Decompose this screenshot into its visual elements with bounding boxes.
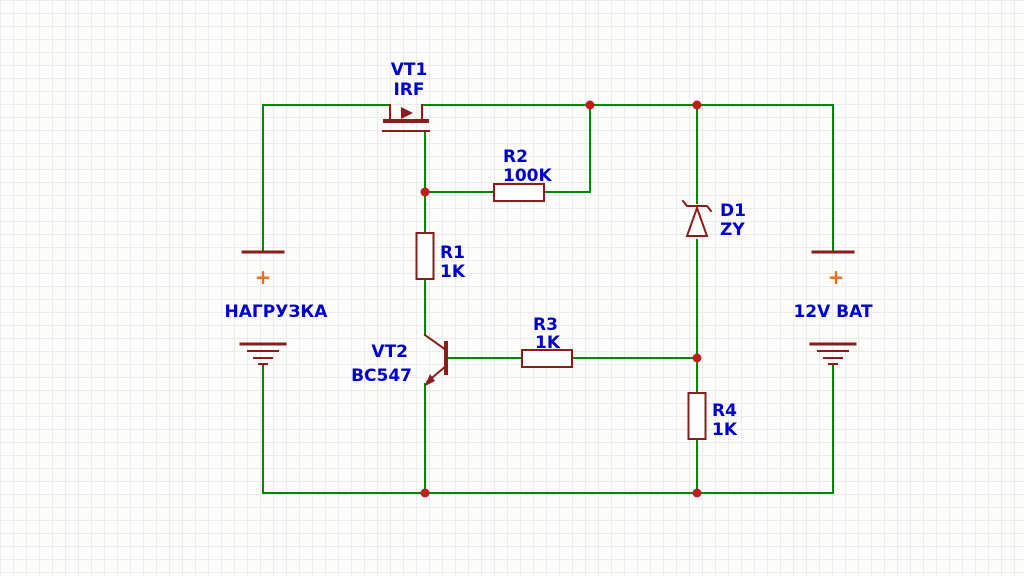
r1-body xyxy=(415,232,435,280)
battery-12v-symbol: + 12V BAT xyxy=(793,250,873,365)
junction-dot xyxy=(692,488,702,498)
vt2-value-label: BC547 xyxy=(351,366,412,386)
junction-dots xyxy=(420,100,702,498)
junction-dot xyxy=(692,353,702,363)
r4-ref-label: R4 xyxy=(712,401,737,421)
wire-r2-to-top-rail xyxy=(543,104,591,193)
vt1-ref-label: VT1 xyxy=(391,60,428,80)
resistor-r2-symbol: R2 100K xyxy=(493,147,552,202)
battery-right-label: 12V BAT xyxy=(793,302,873,322)
r3-body xyxy=(521,349,573,368)
wires xyxy=(262,104,834,494)
vt1-value-label: IRF xyxy=(393,80,424,100)
vt2-ref-label: VT2 xyxy=(371,342,408,362)
junction-dot xyxy=(692,100,702,110)
r1-value-label: 1K xyxy=(440,262,466,282)
junction-dot xyxy=(585,100,595,110)
resistor-r4-symbol: R4 1K xyxy=(687,392,738,440)
r1-ref-label: R1 xyxy=(440,243,465,263)
vt1-body-arrow-icon xyxy=(401,107,413,119)
battery-right-plus-icon: + xyxy=(828,265,845,289)
r4-body xyxy=(687,392,707,440)
battery-load-symbol: + НАГРУЗКА xyxy=(225,250,329,365)
r2-ref-label: R2 xyxy=(503,147,528,167)
vt2-emitter-arrow-icon xyxy=(425,374,435,386)
resistor-r3-symbol: R3 1K xyxy=(521,315,573,368)
d1-value-label: ZY xyxy=(720,220,745,240)
r3-value-label: 1K xyxy=(535,333,561,353)
r3-ref-label: R3 xyxy=(533,315,558,335)
r4-value-label: 1K xyxy=(712,420,738,440)
resistor-r1-symbol: R1 1K xyxy=(415,232,466,282)
transistor-vt2-symbol: VT2 BC547 xyxy=(351,333,448,386)
mosfet-vt1-symbol: VT1 IRF xyxy=(382,60,430,132)
d1-anode-triangle xyxy=(685,205,709,237)
r2-body xyxy=(493,183,545,202)
battery-left-label: НАГРУЗКА xyxy=(225,302,329,322)
r2-value-label: 100K xyxy=(503,166,552,186)
vt2-collector-lead xyxy=(423,333,448,352)
junction-dot xyxy=(420,488,430,498)
battery-left-plus-icon: + xyxy=(255,265,272,289)
d1-ref-label: D1 xyxy=(720,201,746,221)
zener-d1-symbol: D1 ZY xyxy=(681,199,746,240)
junction-dot xyxy=(420,187,430,197)
